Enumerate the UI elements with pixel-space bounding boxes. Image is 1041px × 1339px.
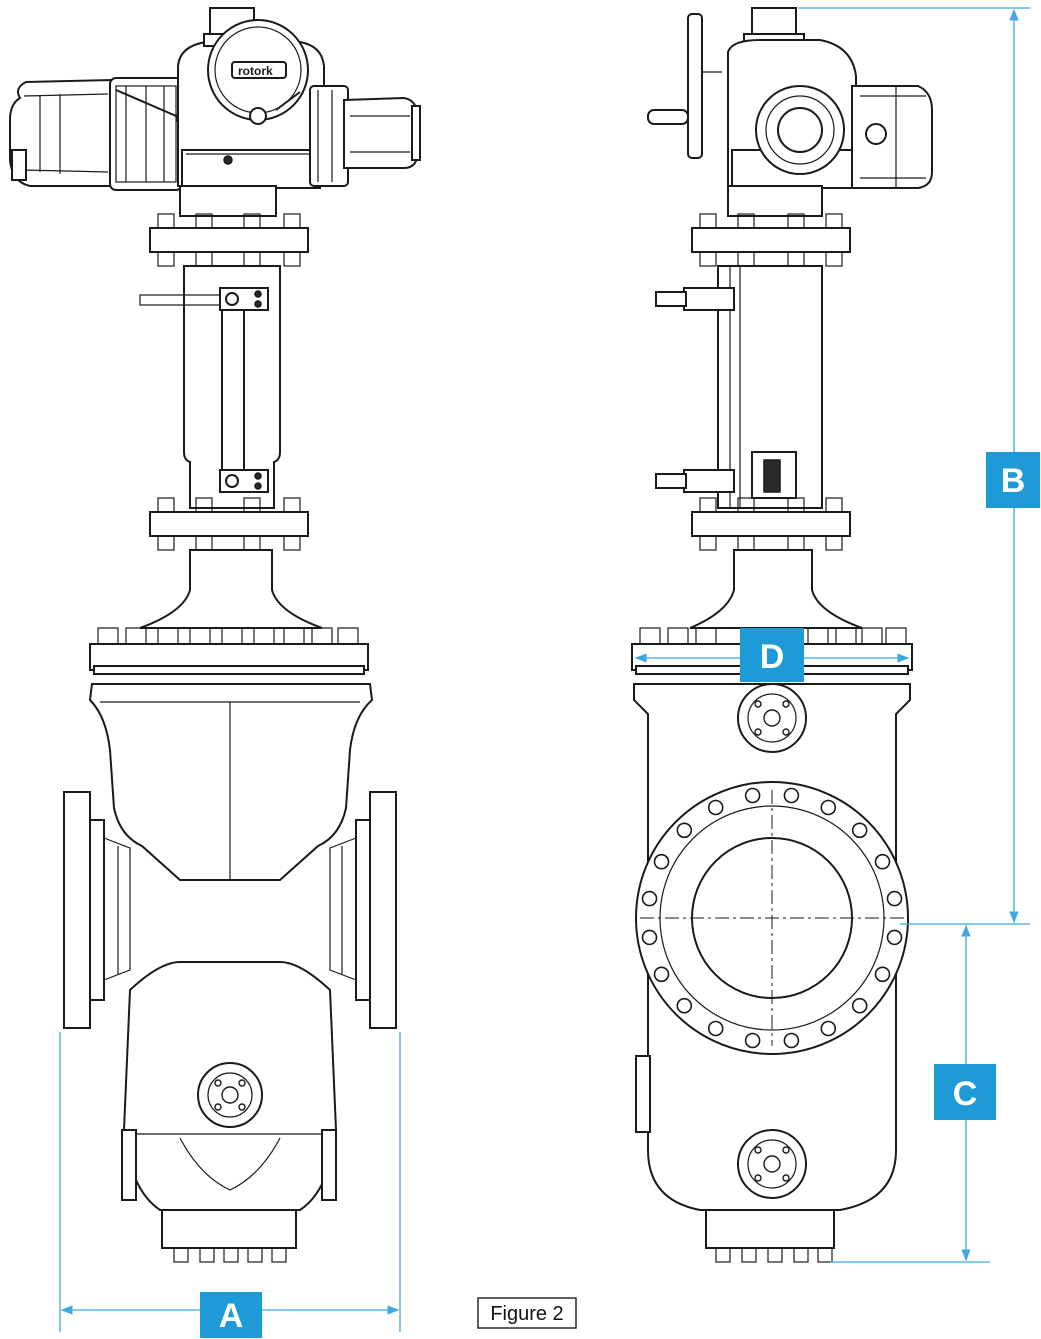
dimension-c-label-box (934, 1064, 996, 1120)
flange-bolt-hole (874, 853, 891, 870)
flange-bolt-hole (653, 966, 670, 983)
side-column (655, 265, 823, 509)
dimension-a: A (59, 1032, 401, 1338)
dimension-d-label-box (740, 628, 804, 682)
flange-bolt-hole (886, 929, 903, 946)
flange-bolt-hole (641, 890, 658, 907)
flange-bolt-hole (851, 997, 868, 1014)
dimension-a-label-box (200, 1292, 262, 1338)
dimension-c: C (830, 924, 996, 1263)
side-upper-flange (691, 185, 851, 267)
front-bonnet-neck (139, 549, 323, 629)
figure-caption-box (477, 1297, 577, 1329)
dimension-d-label: D (760, 638, 785, 676)
flange-bolt-hole (851, 822, 868, 839)
flange-bolt-hole (641, 929, 658, 946)
side-valve-body (633, 683, 911, 1263)
flange-bolt-hole (783, 1032, 800, 1049)
side-view (631, 7, 933, 1263)
flange-bolt-hole (820, 799, 837, 816)
flange-bolt-hole (653, 853, 670, 870)
flange-bolt-hole (676, 822, 693, 839)
flange-bolt-hole (783, 787, 800, 804)
front-view: rotork (9, 7, 421, 1263)
side-lower-flange (691, 497, 851, 551)
front-lower-flange (149, 497, 309, 551)
dimension-c-label: C (953, 1075, 978, 1113)
flange-bolt-hole (744, 787, 761, 804)
figure-caption: Figure 2 (477, 1297, 577, 1329)
rotork-logo: rotork (238, 64, 273, 78)
dimension-b: B (798, 7, 1040, 925)
front-upper-flange (149, 185, 309, 267)
flange-bolt-hole (707, 799, 724, 816)
front-actuator: rotork (9, 7, 421, 191)
front-valve-body (63, 683, 397, 1263)
flange-bolt-hole (707, 1020, 724, 1037)
figure-caption-text: Figure 2 (490, 1303, 563, 1325)
flange-bolt-hole (874, 966, 891, 983)
flange-bolt-hole (820, 1020, 837, 1037)
dimension-b-label-box (986, 452, 1040, 508)
side-actuator (647, 7, 933, 189)
dimension-b-label: B (1001, 462, 1026, 500)
flange-bolt-hole (744, 1032, 761, 1049)
dimension-d: D (634, 628, 910, 682)
dimension-a-label: A (219, 1297, 244, 1335)
front-bonnet-flange (89, 627, 369, 675)
front-column (139, 265, 281, 509)
flange-bolt-hole (676, 997, 693, 1014)
side-bonnet-neck (689, 549, 863, 629)
flange-bolt-hole (886, 890, 903, 907)
